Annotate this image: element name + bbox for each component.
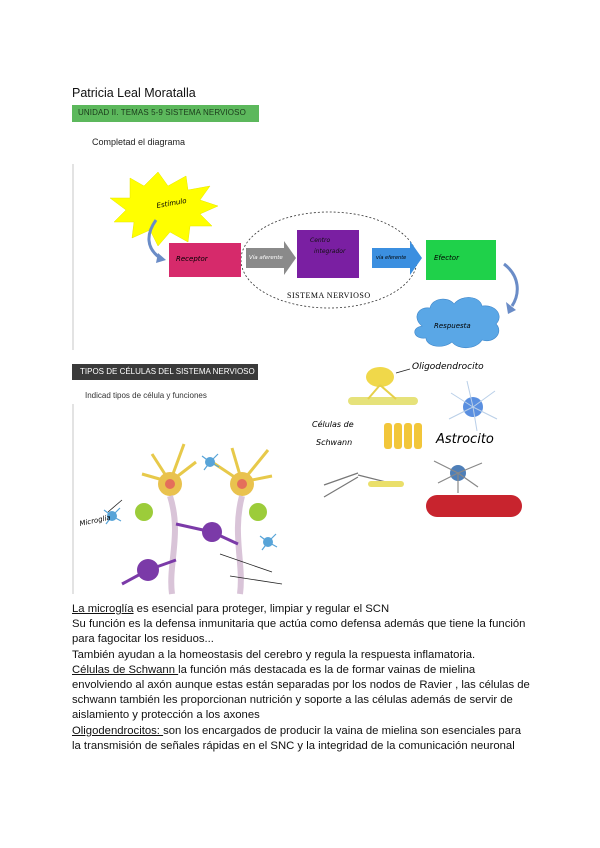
microglia-text: es esencial para proteger, limpiar y reg… xyxy=(133,603,390,615)
glial-cell-green-2 xyxy=(249,503,267,521)
oligodendrocyte-body xyxy=(366,367,394,387)
microglia-processes xyxy=(103,453,278,551)
stimulus-arrow xyxy=(147,219,161,260)
microglia-label: Microglía xyxy=(79,514,112,528)
efferent-label: vía eferente xyxy=(376,254,406,261)
stimulus-star xyxy=(109,171,219,247)
oligodendrocyte-paragraph: Oligodendrocitos: son los encargados de … xyxy=(72,724,532,754)
oligodendrocyte-pointer xyxy=(395,368,411,374)
schwann-label-line2: Schwann xyxy=(316,438,352,447)
pointer-line-microglia xyxy=(107,499,123,513)
cell-types-instruction: Indicad tipos de célula y funciones xyxy=(85,391,207,400)
schwann-label-line1: Células de xyxy=(312,419,354,429)
cell-types-banner-label: TIPOS DE CÉLULAS DEL SISTEMA NERVIOSO xyxy=(80,367,255,376)
unit-banner-label: UNIDAD II. TEMAS 5-9 SISTEMA NERVIOSO xyxy=(78,108,246,117)
microglia-paragraph: La microglía es esencial para proteger, … xyxy=(72,602,532,617)
astrocyte-processes-2 xyxy=(433,460,483,493)
response-cloud xyxy=(414,297,500,349)
effector-label: Efector xyxy=(434,254,460,262)
pointer-line-2 xyxy=(229,575,283,585)
oligodendrocyte-processes-2 xyxy=(367,384,397,400)
nervous-system-label: SISTEMA NERVIOSO xyxy=(287,291,371,300)
oligodendrocyte-title: Oligodendrocitos: xyxy=(72,724,164,737)
pointer-line-1 xyxy=(219,553,273,573)
axon-2 xyxy=(234,495,245,595)
neuron-nucleus-2 xyxy=(237,479,247,489)
effector-box xyxy=(426,240,496,280)
cell-descriptions: La microglía es esencial para proteger, … xyxy=(72,602,532,754)
integrating-center-label: Centro integrador xyxy=(310,237,346,255)
microglia-function: Su función es la defensa inmunitaria que… xyxy=(72,618,526,646)
schwann-text: la función más destacada es la de formar… xyxy=(72,663,530,722)
afferent-arrow xyxy=(246,241,296,275)
oligodendrocyte-processes xyxy=(121,522,239,586)
microglia-title: La microglía xyxy=(72,603,134,615)
efferent-arrow xyxy=(372,241,422,275)
diagram-instruction: Completad el diagrama xyxy=(92,137,186,147)
stimulus-arrow-head xyxy=(156,253,166,263)
integrating-center-word1: Centro xyxy=(310,237,331,244)
neuron-nucleus-1 xyxy=(165,479,175,489)
response-label: Respuesta xyxy=(434,322,471,330)
neuron-network-illustration: Microglía xyxy=(72,404,283,595)
oligodendrocyte-label: Oligodendrocito xyxy=(412,362,484,372)
myelinated-axon-2 xyxy=(368,481,404,487)
microglia-blue-processes xyxy=(448,380,498,432)
receptor-label: Receptor xyxy=(176,255,209,263)
integrating-center-box xyxy=(297,230,359,278)
astrocyte-label: Astrocito xyxy=(435,432,494,447)
unit-banner: UNIDAD II. TEMAS 5-9 SISTEMA NERVIOSO xyxy=(72,105,259,122)
blood-vessel xyxy=(426,495,522,517)
cell-types-banner: TIPOS DE CÉLULAS DEL SISTEMA NERVIOSO xyxy=(72,364,258,380)
schwann-cells xyxy=(384,423,422,449)
schwann-paragraph: Células de Schwann la función más destac… xyxy=(72,663,532,724)
nervous-system-diagram: Estímulo Receptor Vía aferente Centro in… xyxy=(72,164,519,350)
microglia-homeostasis: También ayudan a la homeostasis del cere… xyxy=(72,648,476,661)
integrating-center-word2: integrador xyxy=(314,248,346,255)
oligodendrocyte-text: son los encargados de producir la vaina … xyxy=(72,724,522,752)
receptor-box xyxy=(169,243,241,277)
image-edge xyxy=(72,164,74,350)
glial-cells-illustration: Oligodendrocito Células de Schwann Astro… xyxy=(312,362,522,517)
myelinated-axon-1 xyxy=(348,397,418,405)
image-edge-2 xyxy=(72,404,74,594)
glial-cell-green-1 xyxy=(135,503,153,521)
astrocyte-processes xyxy=(141,443,273,484)
author-name: Patricia Leal Moratalla xyxy=(72,86,196,100)
schwann-title: Células de Schwann xyxy=(72,663,179,676)
afferent-label: Vía aferente xyxy=(249,254,283,261)
axon-1 xyxy=(167,495,178,595)
response-arrow-head xyxy=(506,302,516,314)
response-arrow xyxy=(503,262,519,307)
